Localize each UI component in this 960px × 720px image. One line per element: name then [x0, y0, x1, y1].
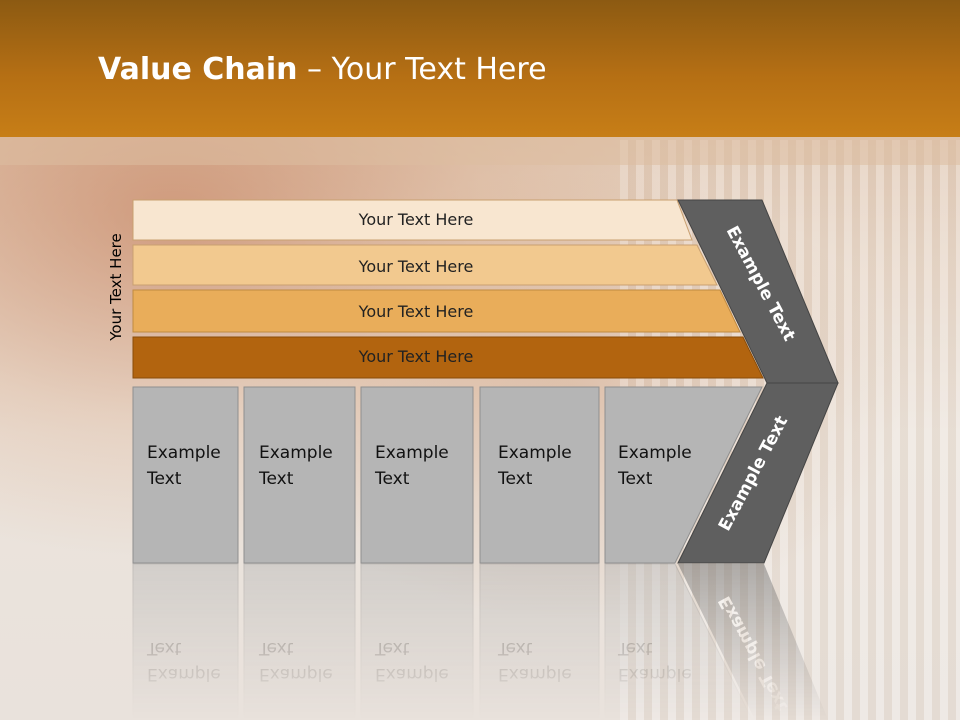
- box-4[interactable]: [479, 386, 600, 564]
- box-5[interactable]: [604, 386, 763, 564]
- box-3-line1: Example: [375, 443, 449, 463]
- box-3[interactable]: [360, 386, 474, 564]
- arrow-bottom[interactable]: [677, 382, 839, 564]
- box-2-line2: Text: [258, 469, 294, 489]
- refl-box-5-line2: Text: [617, 638, 653, 658]
- refl-box-2-line1: Example: [259, 664, 333, 684]
- box-1-line2: Text: [146, 469, 182, 489]
- box-2-line1: Example: [259, 443, 333, 463]
- bar-3-label: Your Text Here: [358, 302, 474, 321]
- refl-box-3-line1: Example: [375, 664, 449, 684]
- box-2[interactable]: [243, 386, 356, 564]
- box-5-line1: Example: [618, 443, 692, 463]
- slide-title[interactable]: Value Chain – Your Text Here: [98, 52, 547, 87]
- refl-box-1-line2: Text: [146, 638, 182, 658]
- box-1-line1: Example: [147, 443, 221, 463]
- refl-box-1-line1: Example: [147, 664, 221, 684]
- bar-2[interactable]: [132, 244, 718, 286]
- header-bar: [0, 0, 960, 137]
- refl-box-4-line1: Example: [498, 664, 572, 684]
- refl-box-4-line2: Text: [497, 638, 533, 658]
- header-subbar: [0, 137, 960, 165]
- reflection: Example Text Example Text Example Text E…: [132, 563, 829, 720]
- bar-1[interactable]: [132, 199, 693, 241]
- box-3-line2: Text: [374, 469, 410, 489]
- box-5-line2: Text: [617, 469, 653, 489]
- bar-3[interactable]: [132, 289, 741, 333]
- bar-1-label: Your Text Here: [358, 210, 474, 229]
- box-4-line2: Text: [497, 469, 533, 489]
- title-rest: – Your Text Here: [297, 52, 547, 87]
- bar-4-label: Your Text Here: [358, 347, 474, 366]
- box-4-line1: Example: [498, 443, 572, 463]
- refl-box-3-line2: Text: [374, 638, 410, 658]
- bar-4[interactable]: [132, 336, 764, 379]
- refl-box-5-line1: Example: [618, 664, 692, 684]
- box-1[interactable]: [132, 386, 239, 564]
- bar-2-label: Your Text Here: [358, 257, 474, 276]
- title-bold: Value Chain: [98, 52, 298, 87]
- refl-box-2-line2: Text: [258, 638, 294, 658]
